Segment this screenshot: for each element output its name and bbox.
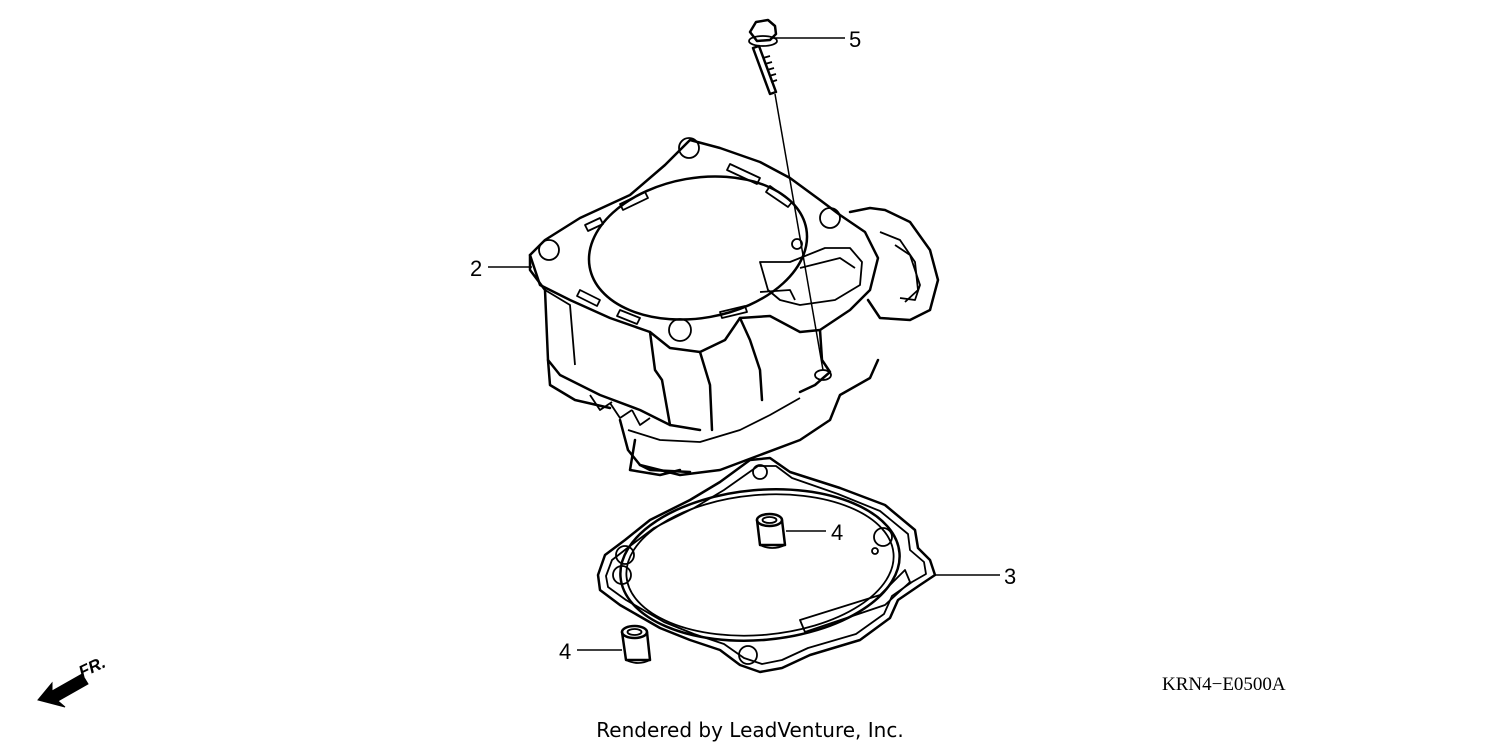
dowel-pin-upper[interactable]	[755, 512, 787, 549]
callout-5[interactable]: 5	[849, 27, 861, 52]
front-direction-indicator: FR.	[37, 653, 109, 708]
footer-credit: Rendered by LeadVenture, Inc.	[596, 718, 903, 742]
cylinder-block[interactable]	[528, 137, 940, 477]
callout-4-upper[interactable]: 4	[831, 520, 843, 545]
dowel-pin-lower[interactable]	[620, 624, 652, 664]
callout-2[interactable]: 2	[470, 256, 482, 281]
flange-bolt[interactable]	[748, 18, 824, 371]
front-arrow-icon	[37, 673, 89, 708]
cylinder-gasket[interactable]	[596, 456, 937, 674]
callout-3[interactable]: 3	[1004, 564, 1016, 589]
callout-4-lower[interactable]: 4	[559, 639, 571, 664]
diagram-code: KRN4−E0500A	[1162, 674, 1286, 695]
